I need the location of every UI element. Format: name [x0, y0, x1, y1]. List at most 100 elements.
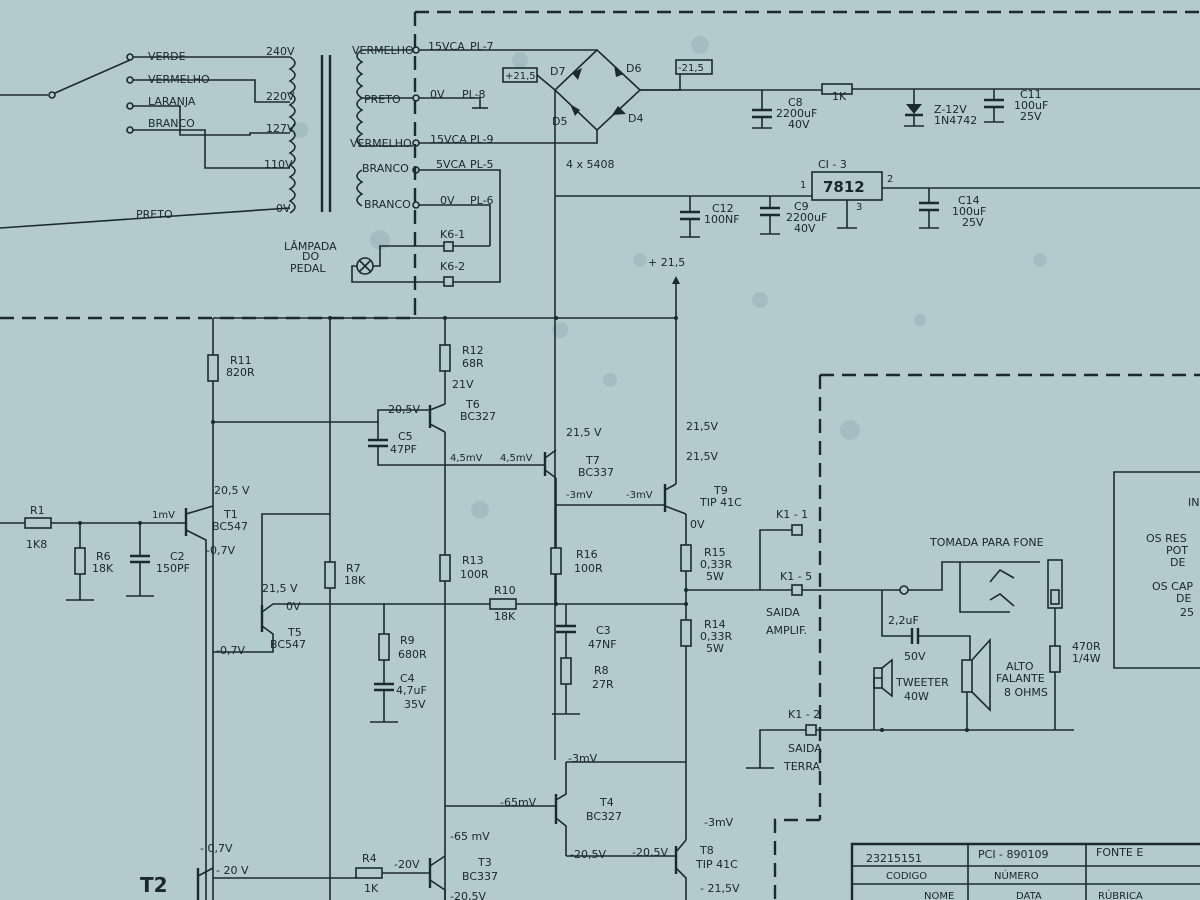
lamp-label: PEDAL	[290, 262, 326, 275]
res-value: 820R	[226, 366, 255, 379]
node-voltage: -3mV	[626, 490, 653, 501]
bridge-rectifier: +21,5 -21,5 D7 D6 D5 D4 4 x 5408	[502, 48, 713, 760]
transistor-name: T4	[599, 796, 614, 809]
res-name: R14	[704, 618, 726, 631]
res-value: 18K	[92, 562, 114, 575]
voltage-label: 220V	[266, 90, 295, 103]
voltage-label: 127V	[266, 122, 295, 135]
res-value: 68R	[462, 357, 484, 370]
node-voltage: 20,5V	[388, 403, 420, 416]
res-value: 27R	[592, 678, 614, 691]
output-label: AMPLIF.	[766, 624, 807, 637]
cap-name: C2	[170, 550, 185, 563]
title-block: 23215151 PCI - 890109 FONTE E CODIGO NÚM…	[850, 842, 1200, 900]
pin-label: 1	[800, 180, 806, 191]
cap-value: 47NF	[588, 638, 617, 651]
tap-label: VERDE	[148, 50, 186, 63]
sec-volt: 15VCA	[430, 133, 467, 146]
pedal-lamp: LÂMPADA DO PEDAL K6-1 K6-2	[284, 228, 501, 287]
res-name: R8	[594, 664, 609, 677]
transistor-name: T2	[140, 873, 168, 897]
woofer-icon	[961, 659, 973, 693]
field-label: RÚBRICA	[1098, 889, 1143, 900]
lamp-label: DO	[302, 250, 319, 263]
cap-name: C14	[958, 194, 980, 207]
cap-rating: 35V	[404, 698, 426, 711]
cap-name: C5	[398, 430, 413, 443]
transistor-part: BC337	[578, 466, 614, 479]
res-rating: 5W	[706, 642, 724, 655]
node-voltage: -3mV	[704, 816, 734, 829]
transistor-part: BC327	[586, 810, 622, 823]
res-name: R11	[230, 354, 252, 367]
drawing-code: 23215151	[866, 852, 922, 865]
note-text: OS CAP	[1152, 580, 1193, 593]
field-label: CODIGO	[886, 871, 927, 882]
cap-value: 2200uF	[786, 211, 827, 224]
diode-label: D4	[628, 112, 643, 125]
res-name: R13	[462, 554, 484, 567]
speaker-rating: 8 OHMS	[1004, 686, 1048, 699]
res-name: R12	[462, 344, 484, 357]
relay-label: K6-2	[440, 260, 465, 273]
field-label: NOME	[924, 891, 954, 900]
transistor-name: T3	[477, 856, 492, 869]
res-name: R1	[30, 504, 45, 517]
res-name: R9	[400, 634, 415, 647]
voltage-label: 0V	[276, 202, 291, 215]
cap-name: C3	[596, 624, 611, 637]
node-voltage: - 21,5V	[700, 882, 740, 895]
drawing-title: FONTE E	[1096, 846, 1143, 859]
tap-label: BRANCO	[148, 117, 195, 130]
ic-label: CI - 3	[818, 158, 847, 171]
transistor-name: T6	[465, 398, 480, 411]
cap-rating: 25V	[1020, 110, 1042, 123]
transistor-part: TIP 41C	[699, 496, 742, 509]
cap-name: C11	[1020, 88, 1042, 101]
cap-name: C8	[788, 96, 803, 109]
transistor-name: T8	[699, 844, 714, 857]
res-value: 1K	[364, 882, 379, 895]
voltage-label: 110V	[264, 158, 293, 171]
res-name: R15	[704, 546, 726, 559]
transistor-name: T5	[287, 626, 302, 639]
res-rating: 5W	[706, 570, 724, 583]
zener-part: 1N4742	[934, 114, 977, 127]
sec-wire: VERMELHO	[352, 44, 414, 57]
transistor-name: T1	[223, 508, 238, 521]
node-voltage: -0,7V	[206, 544, 235, 557]
speaker-label: ALTO	[1006, 660, 1034, 673]
sec-pin: PL-9	[470, 133, 494, 146]
node-voltage: -65 mV	[450, 830, 490, 843]
cap-value: 2200uF	[776, 107, 817, 120]
sec-wire: BRANCO	[362, 162, 409, 175]
res-value: 1K8	[26, 538, 47, 551]
zener-name: Z-12V	[934, 103, 967, 116]
mains-section: VERDE VERMELHO LARANJA BRANCO PRETO 240V…	[0, 45, 364, 229]
sec-pin: PL-6	[470, 194, 494, 207]
cap-value: 100uF	[1014, 99, 1048, 112]
res-name: R6	[96, 550, 111, 563]
notes-box: IN OS RES POT DE OS CAP DE 25	[1113, 471, 1200, 669]
sec-volt: 15VCA	[428, 40, 465, 53]
relay-label: K6-1	[440, 228, 465, 241]
res-value: 18K	[494, 610, 516, 623]
output-label: SAIDA	[788, 742, 822, 755]
node-voltage: -20V	[394, 858, 420, 871]
node-voltage: -3mV	[568, 752, 598, 765]
cap-value: 47PF	[390, 443, 417, 456]
cap-rating: 40V	[788, 118, 810, 131]
diode-label: D5	[552, 115, 567, 128]
output-label: SAIDA	[766, 606, 800, 619]
res-value: 100R	[574, 562, 603, 575]
sec-wire: PRETO	[364, 93, 401, 106]
field-label: DATA	[1016, 891, 1042, 900]
drawing-number: PCI - 890109	[978, 848, 1049, 861]
node-voltage: 0V	[690, 518, 705, 531]
cap-value: 2,2uF	[888, 614, 919, 627]
speaker-label: FALANTE	[996, 672, 1045, 685]
node-voltage: 21,5 V	[566, 426, 602, 439]
node-voltage: 21,5V	[686, 420, 718, 433]
cap-name: C9	[794, 200, 809, 213]
tap-label: VERMELHO	[148, 73, 210, 86]
